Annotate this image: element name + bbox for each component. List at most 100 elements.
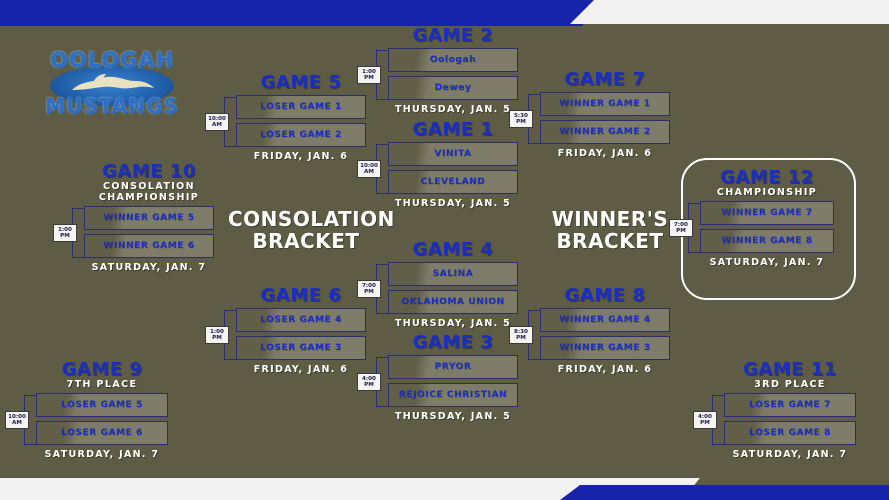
game-4-time-line1: 7:00 xyxy=(362,283,376,289)
game-3-block[interactable]: GAME 3 4:00 PM PRYOR REJOICE CHRISTIAN T… xyxy=(357,332,518,422)
game-5-date: FRIDAY, JAN. 6 xyxy=(253,151,349,162)
logo-top-word: OOLOGAH xyxy=(49,48,175,72)
game-10-block[interactable]: GAME 10 CONSOLATION CHAMPIONSHIP 1:00 PM… xyxy=(53,161,214,273)
bottom-bar-blue-accent xyxy=(560,485,889,500)
game-3-team-2[interactable]: REJOICE CHRISTIAN xyxy=(388,383,518,407)
game-10-time: 1:00 PM xyxy=(53,224,77,242)
game-5-time-line2: AM xyxy=(212,122,222,128)
game-6-slots: 1:00 PM LOSER GAME 4 LOSER GAME 3 xyxy=(205,308,366,360)
game-1-date: THURSDAY, JAN. 5 xyxy=(394,198,512,209)
game-2-team-2[interactable]: Dewey xyxy=(388,76,518,100)
game-9-team-2[interactable]: LOSER GAME 6 xyxy=(36,421,168,445)
game-4-block[interactable]: GAME 4 7:00 PM SALINA OKLAHOMA UNION THU… xyxy=(357,239,518,329)
game-2-date: THURSDAY, JAN. 5 xyxy=(394,104,512,115)
game-3-date: THURSDAY, JAN. 5 xyxy=(394,411,512,422)
game-11-date: SATURDAY, JAN. 7 xyxy=(732,449,848,460)
game-2-time-line2: PM xyxy=(364,75,374,81)
game-9-time-line1: 10:00 xyxy=(8,414,26,420)
game-3-time: 4:00 PM xyxy=(357,373,381,391)
oologah-mustangs-logo: OOLOGAH MUSTANGS xyxy=(32,48,192,122)
game-3-team-1[interactable]: PRYOR xyxy=(388,355,518,379)
game-2-time-line1: 1:00 xyxy=(362,69,376,75)
game-5-title: GAME 5 xyxy=(260,72,342,93)
game-3-slots: 4:00 PM PRYOR REJOICE CHRISTIAN xyxy=(357,355,518,407)
game-12-time-line1: 7:00 xyxy=(674,222,688,228)
game-8-slots: 8:30 PM WINNER GAME 4 WINNER GAME 3 xyxy=(509,308,670,360)
game-11-title: GAME 11 xyxy=(743,359,837,380)
game-12-subtitle: CHAMPIONSHIP xyxy=(716,187,818,198)
game-4-team-1[interactable]: SALINA xyxy=(388,262,518,286)
game-11-team-1[interactable]: LOSER GAME 7 xyxy=(724,393,856,417)
game-11-team-2[interactable]: LOSER GAME 8 xyxy=(724,421,856,445)
game-8-block[interactable]: GAME 8 8:30 PM WINNER GAME 4 WINNER GAME… xyxy=(509,285,670,375)
game-8-time-line1: 8:30 xyxy=(514,329,528,335)
game-8-team-2[interactable]: WINNER GAME 3 xyxy=(540,336,670,360)
game-9-title: GAME 9 xyxy=(61,359,143,380)
game-3-time-line1: 4:00 xyxy=(362,376,376,382)
game-12-time: 7:00 PM xyxy=(669,219,693,237)
game-11-subtitle: 3RD PLACE xyxy=(754,379,826,390)
game-12-date: SATURDAY, JAN. 7 xyxy=(709,257,825,268)
game-5-time: 10:00 AM xyxy=(205,113,229,131)
bottom-decorative-bar xyxy=(0,472,889,500)
game-2-slots: 1:00 PM Oologah Dewey xyxy=(357,48,518,100)
mustang-horse-icon xyxy=(72,74,154,90)
game-1-team-2[interactable]: CLEVELAND xyxy=(388,170,518,194)
game-2-block[interactable]: GAME 2 1:00 PM Oologah Dewey THURSDAY, J… xyxy=(357,26,518,115)
game-2-time: 1:00 PM xyxy=(357,66,381,84)
game-10-subtitle-line1: CONSOLATION xyxy=(102,181,196,192)
winners-bracket-label: WINNER'S BRACKET xyxy=(540,208,680,252)
game-1-slots: 10:00 AM VINITA CLEVELAND xyxy=(357,142,518,194)
game-5-block[interactable]: GAME 5 10:00 AM LOSER GAME 1 LOSER GAME … xyxy=(205,72,366,162)
game-8-team-1[interactable]: WINNER GAME 4 xyxy=(540,308,670,332)
game-9-team-1[interactable]: LOSER GAME 5 xyxy=(36,393,168,417)
game-1-time: 10:00 AM xyxy=(357,160,381,178)
game-7-team-2[interactable]: WINNER GAME 2 xyxy=(540,120,670,144)
game-1-block[interactable]: GAME 1 10:00 AM VINITA CLEVELAND THURSDA… xyxy=(357,119,518,209)
game-4-team-2[interactable]: OKLAHOMA UNION xyxy=(388,290,518,314)
game-11-time: 4:00 PM xyxy=(693,411,717,429)
consolation-bracket-label: CONSOLATION BRACKET xyxy=(228,207,395,252)
game-6-team-2[interactable]: LOSER GAME 3 xyxy=(236,336,366,360)
game-7-block[interactable]: GAME 7 5:30 PM WINNER GAME 1 WINNER GAME… xyxy=(509,69,670,159)
game-9-block[interactable]: GAME 9 7TH PLACE 10:00 AM LOSER GAME 5 L… xyxy=(5,359,168,460)
game-8-time-line2: PM xyxy=(516,335,526,341)
game-2-team-1[interactable]: Oologah xyxy=(388,48,518,72)
game-4-time: 7:00 PM xyxy=(357,280,381,298)
game-6-block[interactable]: GAME 6 1:00 PM LOSER GAME 4 LOSER GAME 3… xyxy=(205,286,366,375)
game-1-title: GAME 1 xyxy=(412,119,494,140)
bottom-bar-white-accent xyxy=(0,478,700,500)
game-10-time-line2: PM xyxy=(60,233,70,239)
game-10-team-1[interactable]: WINNER GAME 5 xyxy=(84,206,214,230)
game-6-date: FRIDAY, JAN. 6 xyxy=(253,364,349,375)
game-7-slots: 5:30 PM WINNER GAME 1 WINNER GAME 2 xyxy=(509,92,670,144)
game-10-subtitle-line2: CHAMPIONSHIP xyxy=(98,192,200,203)
game-3-title: GAME 3 xyxy=(412,332,494,353)
game-9-time: 10:00 AM xyxy=(5,411,29,429)
game-11-time-line1: 4:00 xyxy=(698,414,712,420)
game-1-team-1[interactable]: VINITA xyxy=(388,142,518,166)
game-7-time: 5:30 PM xyxy=(509,110,533,128)
game-8-date: FRIDAY, JAN. 6 xyxy=(557,364,653,375)
game-5-team-1[interactable]: LOSER GAME 1 xyxy=(236,95,366,119)
consolation-bracket-label-line1: CONSOLATION xyxy=(228,207,395,231)
game-5-slots: 10:00 AM LOSER GAME 1 LOSER GAME 2 xyxy=(205,95,366,147)
winners-bracket-label-line2: BRACKET xyxy=(556,229,664,253)
game-7-team-1[interactable]: WINNER GAME 1 xyxy=(540,92,670,116)
game-5-team-2[interactable]: LOSER GAME 2 xyxy=(236,123,366,147)
game-4-title: GAME 4 xyxy=(412,239,494,260)
game-10-team-2[interactable]: WINNER GAME 6 xyxy=(84,234,214,258)
game-6-team-1[interactable]: LOSER GAME 4 xyxy=(236,308,366,332)
top-bar-blue-accent xyxy=(0,0,600,26)
game-12-block[interactable]: GAME 12 CHAMPIONSHIP 7:00 PM WINNER GAME… xyxy=(669,168,834,268)
game-8-time: 8:30 PM xyxy=(509,326,533,344)
game-8-title: GAME 8 xyxy=(564,285,646,306)
game-12-team-2[interactable]: WINNER GAME 8 xyxy=(700,229,834,253)
game-12-team-1[interactable]: WINNER GAME 7 xyxy=(700,201,834,225)
game-11-block[interactable]: GAME 11 3RD PLACE 4:00 PM LOSER GAME 7 L… xyxy=(693,359,856,460)
game-10-title: GAME 10 xyxy=(102,161,196,182)
game-7-title: GAME 7 xyxy=(564,69,646,90)
game-4-date: THURSDAY, JAN. 5 xyxy=(394,318,512,329)
game-12-time-line2: PM xyxy=(676,228,686,234)
game-12-slots: 7:00 PM WINNER GAME 7 WINNER GAME 8 xyxy=(669,201,834,253)
